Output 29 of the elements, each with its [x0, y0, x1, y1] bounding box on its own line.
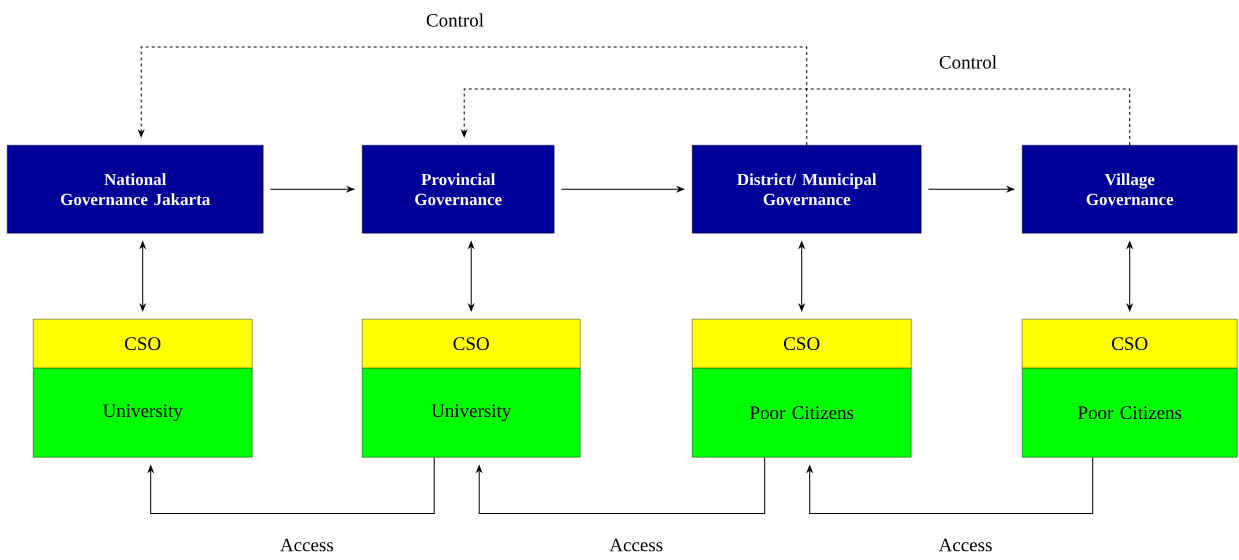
governance-box: National Governance Jakarta: [7, 145, 264, 234]
group-box: Poor Citizens: [1022, 368, 1238, 458]
arrow: [139, 241, 146, 312]
dashed-arrow: [138, 46, 808, 146]
group-box: University: [362, 368, 581, 458]
edge-label: Access: [278, 537, 335, 553]
dashed-arrow: [461, 88, 1131, 146]
governance-box: Provincial Governance: [362, 145, 555, 234]
cso-box: CSO: [1022, 319, 1238, 369]
arrow: [147, 456, 435, 514]
governance-box: Village Governance: [1022, 145, 1238, 234]
edge-label: Access: [937, 537, 994, 553]
arrow: [468, 241, 475, 312]
arrow: [806, 456, 1094, 514]
arrow: [560, 186, 685, 193]
group-box: University: [33, 368, 253, 458]
arrow: [1126, 241, 1133, 312]
cso-box: CSO: [692, 319, 912, 369]
edge-label: Access: [608, 537, 665, 553]
edge-label: Control: [938, 54, 999, 70]
arrow: [798, 241, 805, 312]
cso-box: CSO: [362, 319, 581, 369]
arrow: [476, 456, 766, 514]
governance-box: District/ Municipal Governance: [692, 145, 922, 234]
arrow: [927, 186, 1015, 193]
group-box: Poor Citizens: [692, 368, 912, 458]
cso-box: CSO: [33, 319, 253, 369]
edge-label: Control: [425, 12, 486, 28]
arrow: [269, 186, 355, 193]
